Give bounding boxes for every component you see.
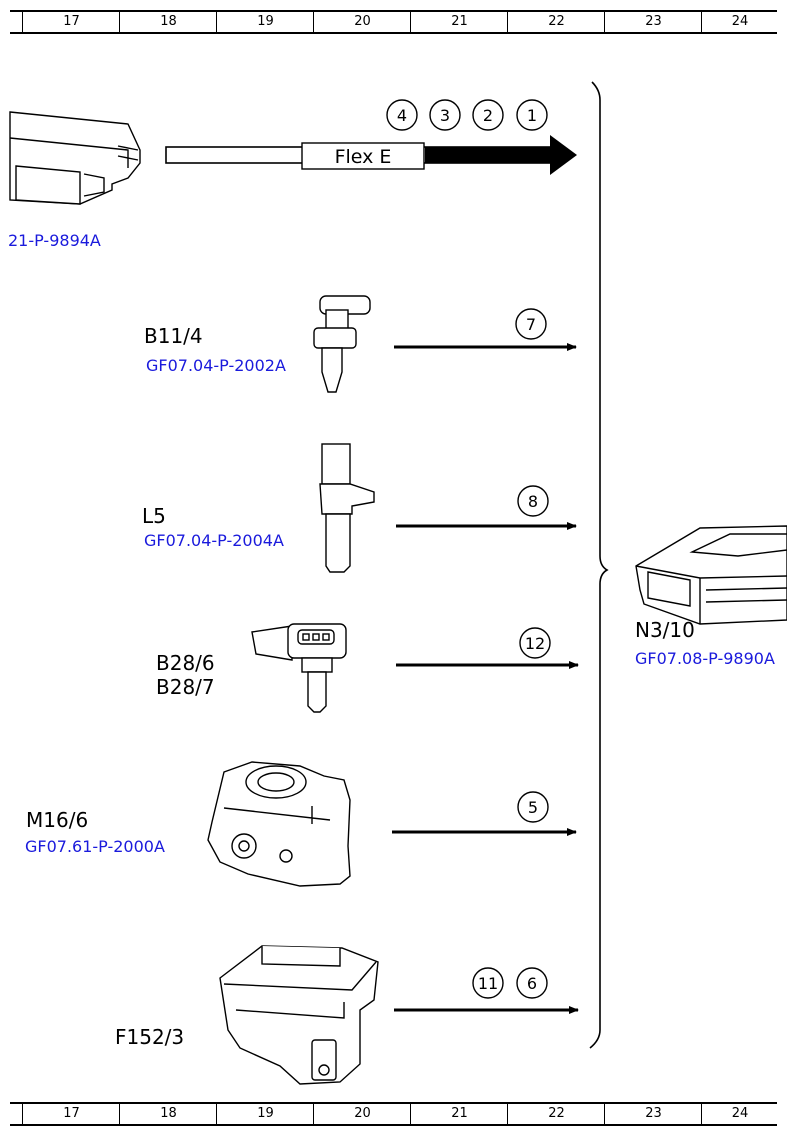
ruler-cell-18: 18	[119, 12, 217, 32]
bus-badge	[386, 99, 418, 131]
ruler-cell-23: 23	[604, 12, 702, 32]
bus-badge-number: 2	[482, 106, 494, 125]
badge-circle	[472, 967, 504, 999]
ruler-cell-20: 20	[313, 12, 411, 32]
component-code-m16-6: M16/6	[26, 808, 89, 832]
ruler-cell-22: 22	[507, 1104, 605, 1124]
column-ruler-bottom: 17 18 19 20 21 22 23 24	[10, 1102, 777, 1126]
badge-number: 8	[527, 492, 539, 511]
flex-e-label: Flex E	[334, 146, 392, 168]
ruler-cell-22: 22	[507, 12, 605, 32]
ruler-cell-17: 17	[22, 12, 120, 32]
badge-number: 6	[526, 974, 538, 993]
component-code-b11-4: B11/4	[144, 324, 203, 348]
target-code: N3/10	[635, 618, 695, 642]
bus-badge	[472, 99, 504, 131]
component-code-f152-3: F152/3	[115, 1025, 185, 1049]
bus-badge-number: 1	[526, 106, 538, 125]
top-module-icon	[9, 111, 141, 205]
ruler-cell-24: 24	[701, 1104, 778, 1124]
ruler-cell-21: 21	[410, 1104, 508, 1124]
badge-number: 7	[525, 315, 537, 334]
ruler-cell-19: 19	[216, 12, 314, 32]
badge-circle	[517, 791, 549, 823]
position-sensor-icon	[319, 443, 375, 573]
flex-e-bus	[165, 135, 577, 175]
badge-circle	[516, 967, 548, 999]
component-code-b28: B28/6 B28/7	[156, 651, 215, 699]
ruler-cell-19: 19	[216, 1104, 314, 1124]
ruler-cell-24: 24	[701, 12, 778, 32]
badge-circle	[517, 485, 549, 517]
bus-badge-number: 3	[439, 106, 451, 125]
ruler-cell-23: 23	[604, 1104, 702, 1124]
column-ruler-top: 17 18 19 20 21 22 23 24	[10, 10, 777, 34]
fuse-module-icon	[219, 945, 379, 1085]
component-ref-b11-4[interactable]: GF07.04-P-2002A	[146, 356, 286, 375]
bus-badge	[429, 99, 461, 131]
top-module-ref[interactable]: 21-P-9894A	[8, 231, 101, 250]
badge-number: 5	[527, 798, 539, 817]
badge-number: 11	[477, 974, 499, 993]
grouping-bracket	[589, 81, 609, 1049]
pressure-sensor-icon	[251, 623, 347, 713]
badge-number: 12	[524, 634, 546, 653]
component-code-l5: L5	[142, 504, 166, 528]
ruler-cell-18: 18	[119, 1104, 217, 1124]
ruler-cell-17: 17	[22, 1104, 120, 1124]
target-ref[interactable]: GF07.08-P-9890A	[635, 649, 775, 668]
bus-badge	[516, 99, 548, 131]
bus-badge-number: 4	[396, 106, 408, 125]
ruler-cell-20: 20	[313, 1104, 411, 1124]
badge-circle	[515, 308, 547, 340]
badge-circle	[519, 627, 551, 659]
ruler-cell-21: 21	[410, 12, 508, 32]
control-unit-icon	[635, 525, 787, 625]
component-ref-l5[interactable]: GF07.04-P-2004A	[144, 531, 284, 550]
component-ref-m16-6[interactable]: GF07.61-P-2000A	[25, 837, 165, 856]
throttle-actuator-icon	[207, 761, 351, 887]
temperature-sensor-icon	[313, 295, 371, 393]
